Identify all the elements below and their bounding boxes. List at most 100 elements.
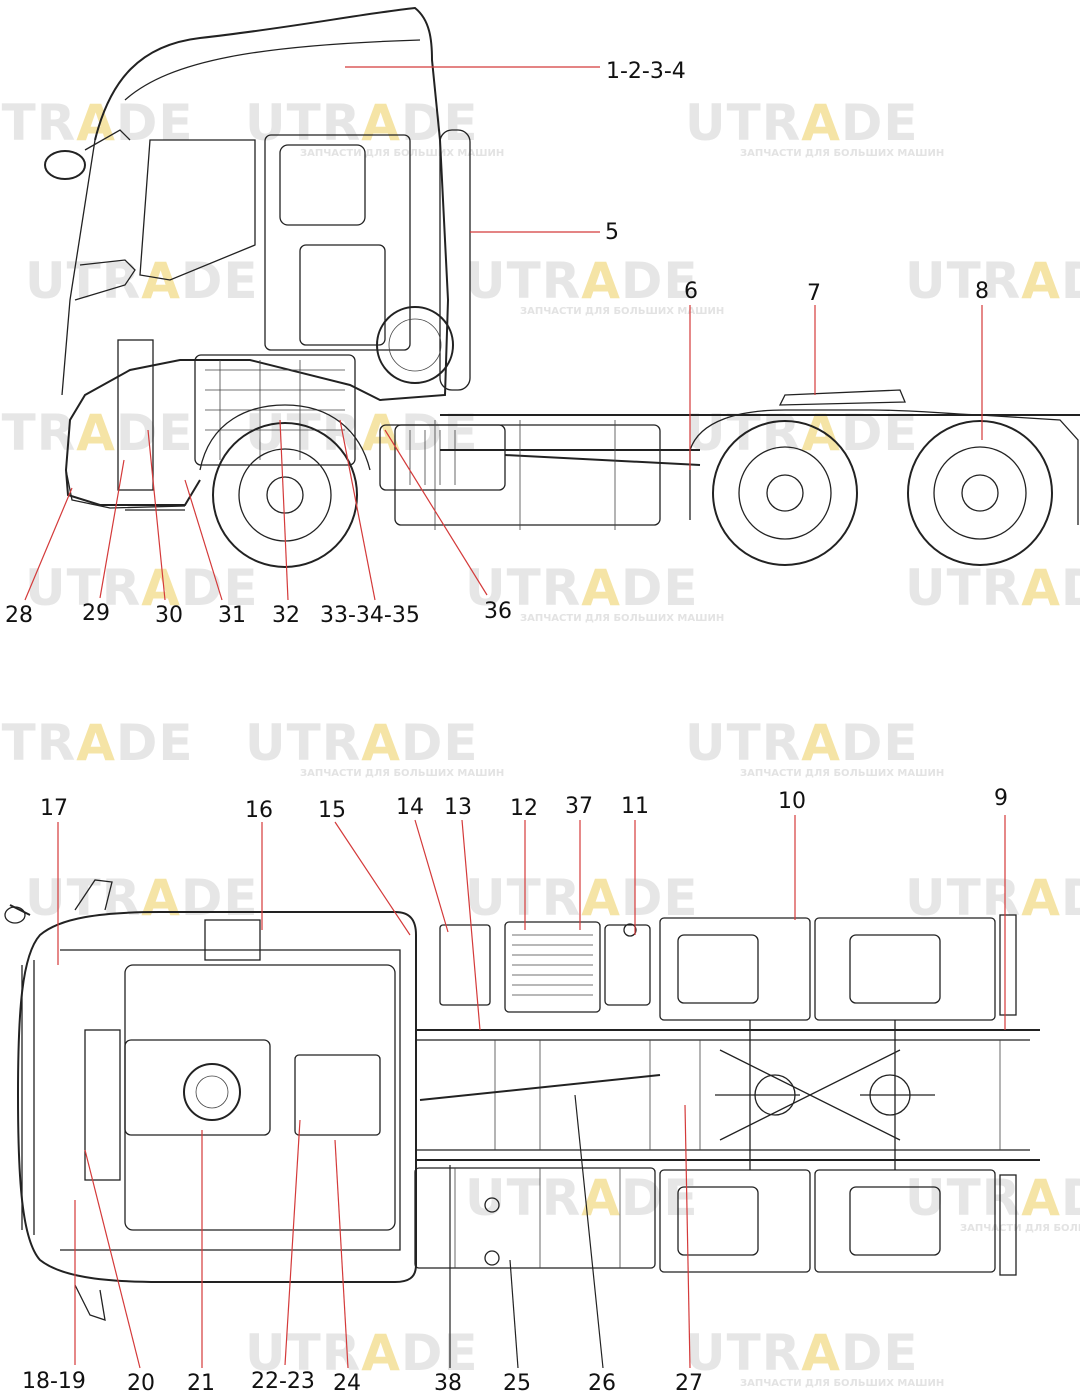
battery-box: [439, 924, 491, 1006]
cross-members: [494, 1040, 1001, 1150]
cab-door: [264, 134, 411, 351]
watermark-layer: UTRADE UTRADE ЗАПЧАСТИ ДЛЯ БОЛЬШИХ МАШИН…: [0, 94, 1080, 1389]
watermark-word: UTRADE: [465, 252, 699, 310]
watermark: UTRADE: [685, 404, 919, 462]
rear-wheel-top-2: [814, 917, 996, 1021]
watermark: UTRADE: [905, 559, 1080, 617]
watermark-word: UTRADE: [0, 404, 194, 462]
watermark-word: UTRADE: [685, 404, 919, 462]
rear-wheel-top-4: [814, 1169, 996, 1273]
leader-32: [279, 419, 289, 601]
callout-14: 14: [396, 795, 424, 820]
callout-26: 26: [588, 1371, 616, 1396]
watermark: UTRADE: [0, 404, 194, 462]
watermark-word: UTRADE: [465, 559, 699, 617]
frame-rail-top: [416, 1029, 1040, 1161]
callout-29: 29: [82, 601, 110, 626]
cab-step-panel: [299, 244, 386, 346]
watermark: UTRADE ЗАПЧАСТИ ДЛЯ БОЛЬШИХ МАШИН: [685, 94, 944, 159]
leader-26: [574, 1094, 604, 1369]
rear-axle-2: [860, 1020, 935, 1170]
watermark-word: UTRADE: [685, 94, 919, 152]
watermark-word: UTRADE: [465, 1169, 699, 1227]
mirror-arm: [84, 129, 131, 151]
callout-17: 17: [40, 796, 68, 821]
leader-25: [509, 1259, 519, 1369]
leader-36: [384, 429, 488, 596]
callout-1-2-3-4: 1-2-3-4: [606, 59, 686, 84]
leader-28: [24, 487, 73, 601]
fuel-tank-straps: [454, 1168, 621, 1268]
front-mudguard: [199, 404, 371, 471]
watermark-word: UTRADE: [25, 252, 259, 310]
driveshaft-top: [419, 1074, 661, 1101]
watermark-word: UTRADE: [245, 1324, 479, 1382]
differential-2: [869, 1074, 911, 1116]
adblue-cap: [623, 923, 637, 937]
watermark: UTRADE ЗАПЧАСТИ ДЛЯ БОЛЬШИХ МАШИН: [245, 714, 504, 779]
radiator-top: [84, 1029, 121, 1181]
watermark-subtitle: ЗАПЧАСТИ ДЛЯ БОЛЬШИХ МАШИН: [740, 1378, 944, 1389]
watermark-word: UTRADE: [25, 559, 259, 617]
watermark-subtitle: ЗАПЧАСТИ ДЛЯ БОЛЬШИХ МАШИН: [300, 148, 504, 159]
mirror-icon: [44, 150, 86, 180]
callout-31: 31: [218, 603, 246, 628]
leader-lines: [24, 66, 1006, 1369]
watermark-word: UTRADE: [245, 714, 479, 772]
leader-22-23: [284, 1119, 301, 1366]
watermark: UTRADE: [905, 252, 1080, 310]
turbo-inner: [195, 1075, 229, 1109]
watermark: UTRADE: [245, 1324, 479, 1382]
leader-33-34-35: [339, 419, 376, 601]
mirror-top: [74, 879, 113, 911]
watermark: UTRADE: [465, 1169, 699, 1227]
front-window: [139, 139, 256, 281]
watermark: UTRADE ЗАПЧАСТИ ДЛЯ БОЛЬШИХ МАШИН: [465, 252, 724, 317]
callout-13: 13: [444, 795, 472, 820]
tire-tread: [849, 934, 941, 1004]
bumper: [65, 469, 186, 509]
rear-wheel-1: [712, 420, 858, 566]
front-grille-top: [21, 960, 35, 1235]
differential: [754, 1074, 796, 1116]
air-filter-inner: [388, 318, 442, 372]
fuel-cap: [484, 1197, 500, 1213]
callout-24: 24: [333, 1371, 361, 1396]
fifth-wheel: [778, 389, 906, 406]
rear-wheel-top-3: [659, 1169, 811, 1273]
suspension-x: [719, 1049, 901, 1141]
fuel-tank-top: [414, 1167, 656, 1269]
turbo: [183, 1063, 241, 1121]
watermark-word: UTRADE: [905, 559, 1080, 617]
callout-32: 32: [272, 603, 300, 628]
callout-38: 38: [434, 1371, 462, 1396]
rear-wheel-2-hub: [961, 474, 999, 512]
rear-wheel-top-1: [659, 917, 811, 1021]
engine-block: [194, 354, 356, 466]
callout-6: 6: [684, 279, 698, 304]
front-wheel: [212, 422, 358, 568]
watermark-subtitle: ЗАПЧАСТИ ДЛЯ БОЛЬШИХ МАШИН: [520, 306, 724, 317]
watermark-word: UTRADE: [905, 252, 1080, 310]
tire-tread: [849, 1186, 941, 1256]
leader-15: [334, 821, 411, 936]
watermark: UTRADE: [465, 869, 698, 927]
watermark: UTRADE: [25, 869, 258, 927]
side-view-truck: [44, 6, 1080, 568]
callout-12: 12: [510, 796, 538, 821]
callout-16: 16: [245, 798, 273, 823]
callout-30: 30: [155, 603, 183, 628]
rear-wheel-1-hub: [766, 474, 804, 512]
callout-labels: 1-2-3-4 5 6 7 8 28 29 30 31 32 33-34-35 …: [5, 59, 1008, 1396]
leader-20: [84, 1149, 141, 1369]
leader-14: [414, 819, 449, 933]
watermark: UTRADE ЗАПЧАСТИ ДЛЯ БОЛЬШИХ МАШИН: [465, 559, 724, 624]
callout-10: 10: [778, 789, 806, 814]
leader-13: [461, 819, 481, 1031]
callout-7: 7: [807, 281, 821, 306]
watermark-word: UTRADE: [905, 1169, 1080, 1227]
radiator: [117, 339, 154, 491]
watermark-word: UTRADE: [905, 869, 1080, 927]
